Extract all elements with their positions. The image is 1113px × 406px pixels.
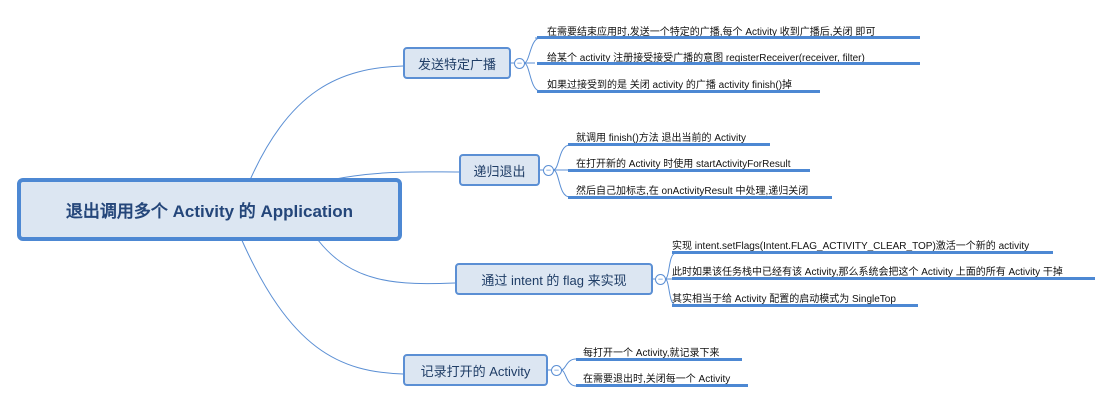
connector-branch-4	[239, 235, 404, 375]
leaf-node[interactable]: 在打开新的 Activity 时使用 startActivityForResul…	[576, 159, 791, 170]
branch-label: 递归退出	[473, 163, 526, 179]
leaf-node[interactable]: 给某个 activity 注册接受接受广播的意图 registerReceive…	[547, 53, 865, 64]
leaf-node[interactable]: 然后自己加标志,在 onActivityResult 中处理,递归关闭	[576, 186, 809, 197]
leaf-node[interactable]: 此时如果该任务栈中已经有该 Activity,那么系统会把这个 Activity…	[672, 267, 1063, 278]
leaf-underline	[672, 277, 1095, 280]
root-label: 退出调用多个 Activity 的 Application	[65, 202, 354, 221]
collapse-icon[interactable]: −	[514, 58, 525, 69]
leaf-underline	[568, 169, 810, 172]
branch-label: 记录打开的 Activity	[420, 363, 531, 379]
leaf-node[interactable]: 每打开一个 Activity,就记录下来	[583, 348, 720, 359]
leaf-underline	[576, 358, 742, 361]
connector-branch-2	[329, 171, 460, 181]
connector-branch-1	[249, 65, 404, 181]
collapse-icon[interactable]: −	[655, 274, 666, 285]
branch-node-record-activity[interactable]: 记录打开的 Activity	[403, 354, 548, 386]
leaf-node[interactable]: 在需要结束应用时,发送一个特定的广播,每个 Activity 收到广播后,关闭 …	[547, 27, 876, 38]
leaf-node[interactable]: 在需要退出时,关闭每一个 Activity	[583, 374, 731, 385]
leaf-underline	[576, 384, 748, 387]
leaf-node[interactable]: 就调用 finish()方法 退出当前的 Activity	[576, 133, 747, 144]
leaf-underline	[537, 90, 820, 93]
collapse-icon[interactable]: −	[543, 165, 554, 176]
branch-label: 发送特定广播	[417, 56, 496, 72]
leaf-underline	[537, 36, 920, 39]
branch-node-intent-flag[interactable]: 通过 intent 的 flag 来实现	[455, 263, 653, 295]
leaf-underline	[568, 196, 832, 199]
leaf-underline	[537, 62, 920, 65]
branch-node-recursive-exit[interactable]: 递归退出	[459, 154, 540, 186]
branch-node-broadcast[interactable]: 发送特定广播	[403, 47, 511, 79]
leaf-underline	[672, 304, 918, 307]
leaf-node[interactable]: 实现 intent.setFlags(Intent.FLAG_ACTIVITY_…	[672, 241, 1030, 252]
collapse-icon[interactable]: −	[551, 365, 562, 376]
leaf-underline	[568, 143, 770, 146]
leaf-node[interactable]: 如果过接受到的是 关闭 activity 的广播 activity finish…	[547, 80, 793, 91]
connector-branch-3	[314, 235, 456, 285]
leaf-underline	[672, 251, 1053, 254]
branch-label: 通过 intent 的 flag 来实现	[481, 272, 627, 288]
root-node[interactable]: 退出调用多个 Activity 的 Application	[17, 178, 402, 241]
leaf-node[interactable]: 其实相当于给 Activity 配置的启动模式为 SingleTop	[672, 294, 896, 305]
